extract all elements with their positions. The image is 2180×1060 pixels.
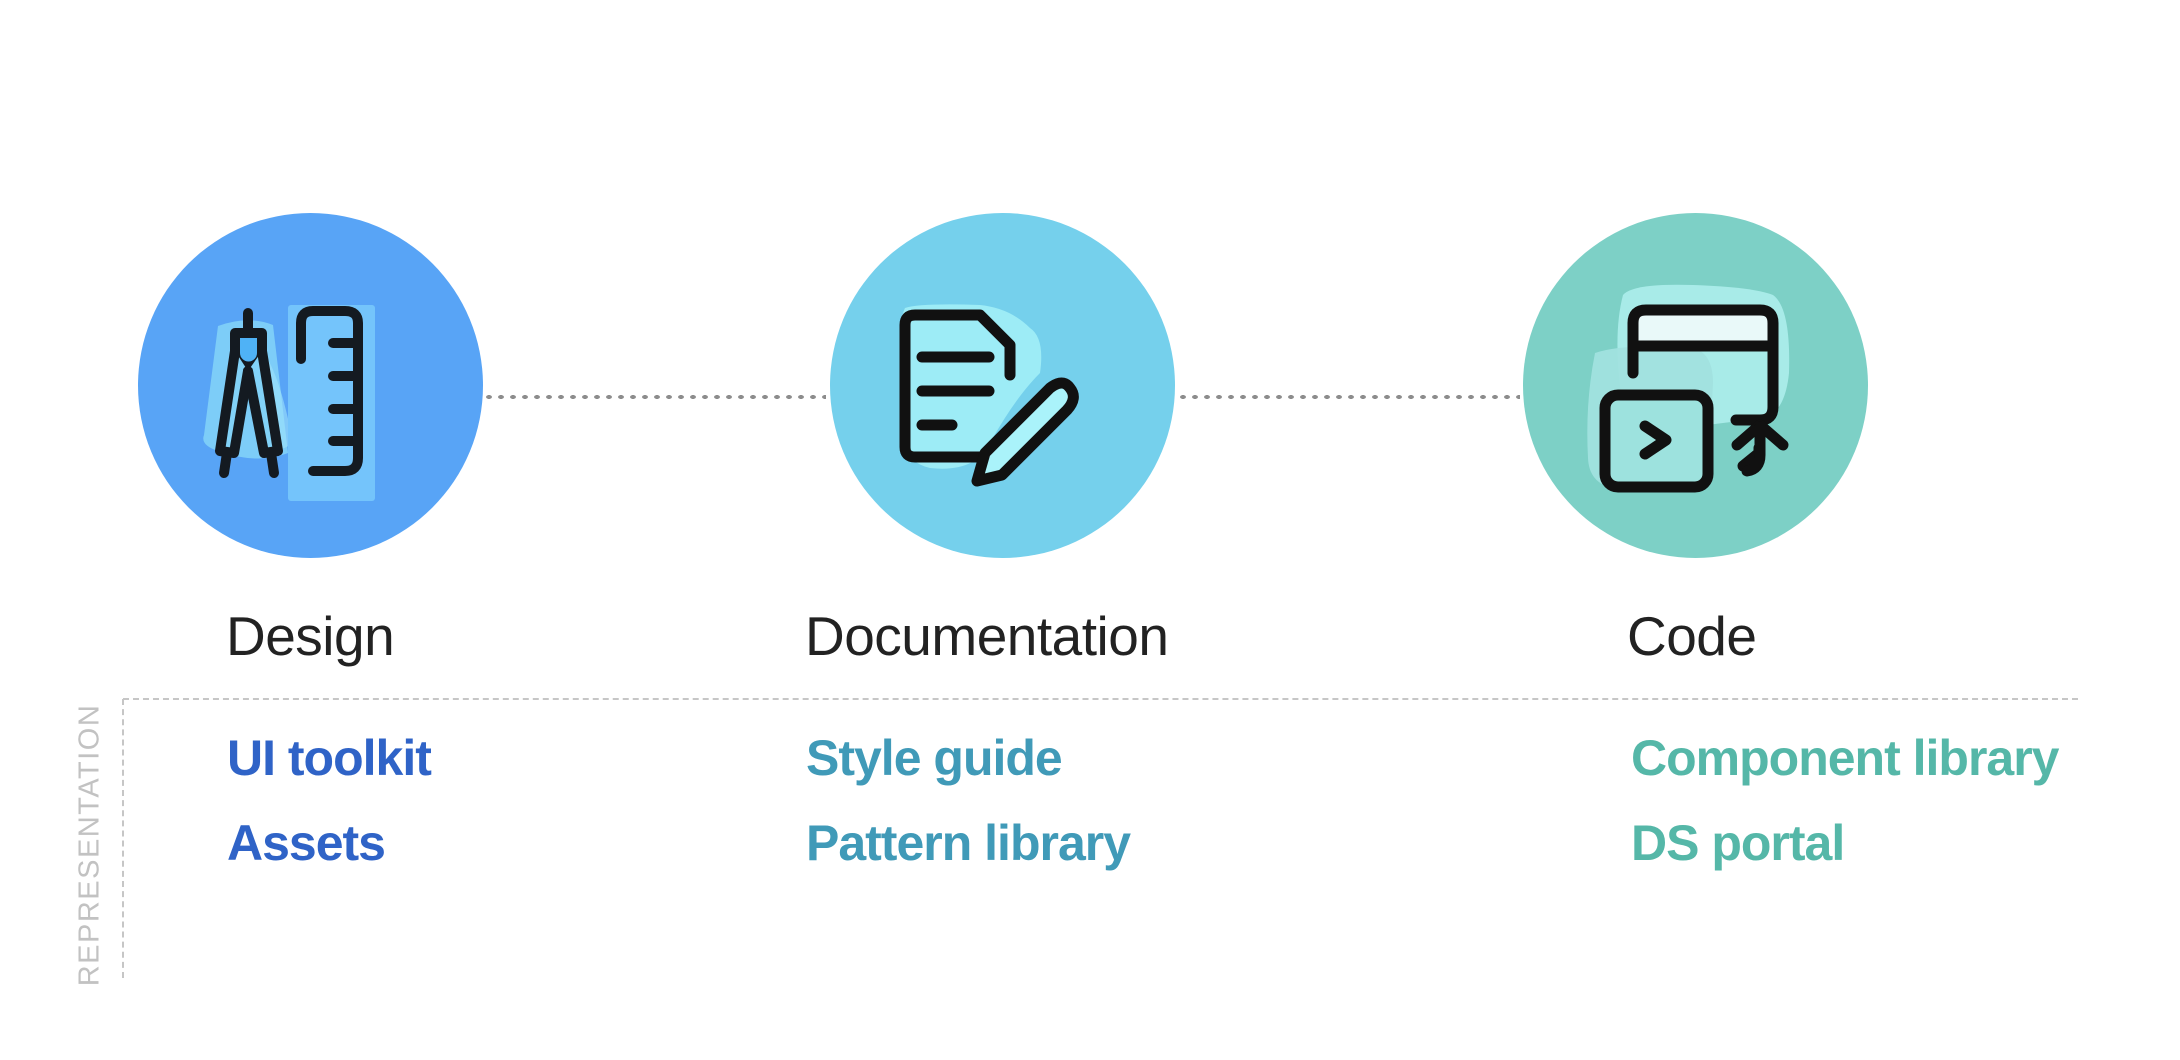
browser-terminal-deploy-icon xyxy=(1587,284,1790,493)
item-component-library: Component library xyxy=(1631,730,2059,786)
dotted-connector xyxy=(1180,395,1520,399)
compass-ruler-icon xyxy=(203,305,375,501)
document-pencil-icon xyxy=(899,304,1079,487)
item-ds-portal: DS portal xyxy=(1631,815,1845,871)
code-circle xyxy=(1523,213,1868,558)
stage-label-documentation: Documentation xyxy=(805,605,1169,667)
design-circle xyxy=(138,213,483,558)
documentation-circle xyxy=(830,213,1175,558)
stage-label-design: Design xyxy=(226,605,395,667)
item-ui-toolkit: UI toolkit xyxy=(227,730,432,786)
item-assets: Assets xyxy=(227,815,386,871)
representation-vertical-divider xyxy=(122,699,124,978)
representation-title: REPRESENTATION xyxy=(73,703,106,987)
representation-divider xyxy=(123,698,2078,700)
item-style-guide: Style guide xyxy=(806,730,1063,786)
stage-label-code: Code xyxy=(1627,605,1757,667)
dotted-connector xyxy=(486,395,826,399)
item-pattern-library: Pattern library xyxy=(806,815,1131,871)
